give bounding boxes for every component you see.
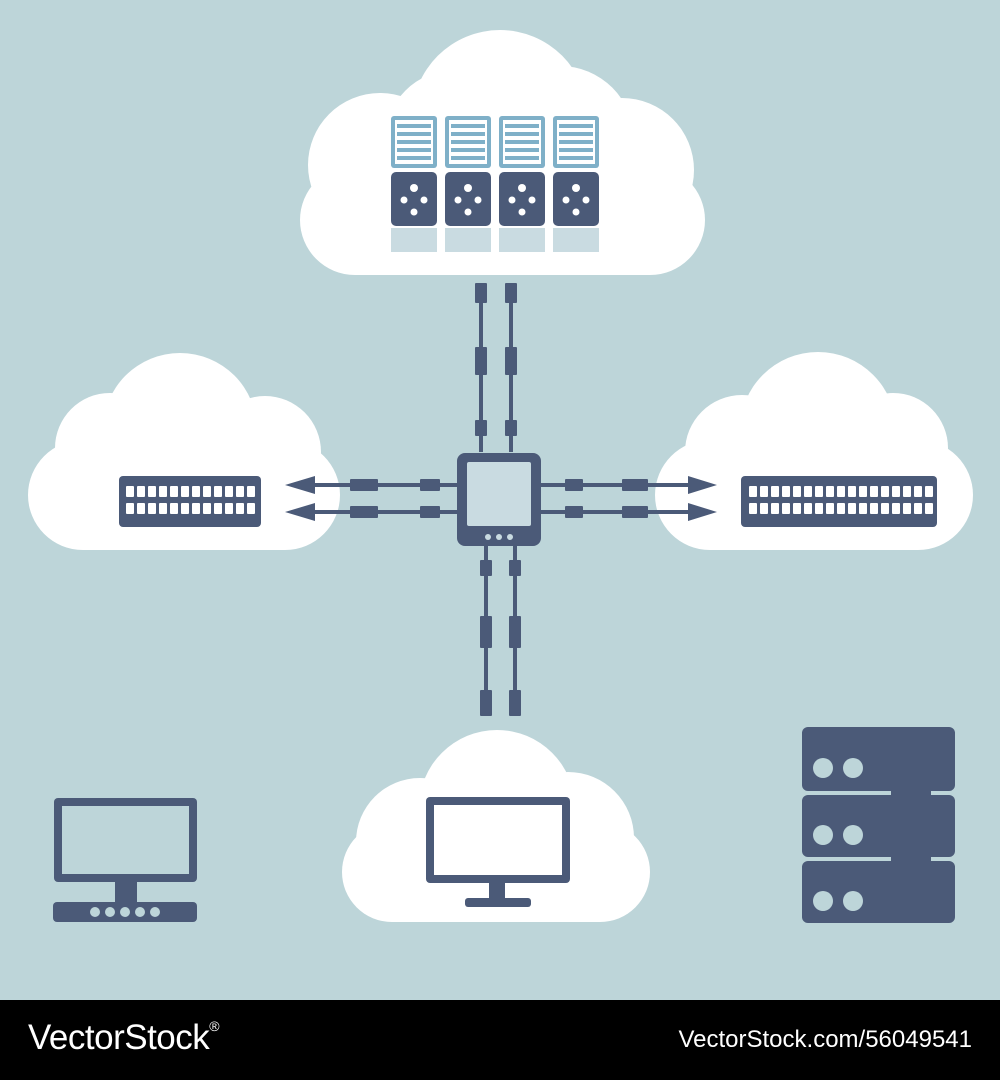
switch-port: [804, 503, 812, 514]
cable-icon: [285, 476, 458, 494]
switch-port: [826, 503, 834, 514]
switch-port: [760, 486, 768, 497]
switch-port: [170, 503, 178, 514]
switch-port: [914, 503, 922, 514]
switch-port: [126, 486, 134, 497]
network-switch-icon-right: [741, 476, 937, 527]
switch-port: [203, 486, 211, 497]
switch-port: [214, 503, 222, 514]
rack-server-group: [391, 116, 599, 252]
network-cloud-diagram: [0, 0, 1000, 1000]
switch-port: [815, 503, 823, 514]
switch-port: [903, 486, 911, 497]
switch-port: [870, 486, 878, 497]
switch-port: [793, 486, 801, 497]
switch-port: [225, 503, 233, 514]
switch-port: [771, 486, 779, 497]
switch-port: [236, 503, 244, 514]
network-switch-icon-left: [119, 476, 261, 527]
switch-port: [749, 503, 757, 514]
switch-port: [782, 503, 790, 514]
switch-port: [192, 503, 200, 514]
switch-port: [848, 503, 856, 514]
cable-icon: [475, 283, 487, 452]
switch-port: [925, 503, 933, 514]
switch-port: [771, 503, 779, 514]
switch-port: [859, 486, 867, 497]
cables: [285, 283, 717, 716]
central-hub-icon: [457, 453, 541, 546]
cable-icon: [480, 546, 492, 716]
registered-mark: ®: [209, 1018, 220, 1034]
switch-port: [793, 503, 801, 514]
server-stack-icon: [802, 727, 955, 923]
watermark-footer: VectorStock® VectorStock.com/56049541: [0, 1000, 1000, 1080]
switch-port: [892, 486, 900, 497]
vectorstock-logo: VectorStock®: [28, 1018, 220, 1058]
switch-port: [137, 486, 145, 497]
switch-port: [804, 486, 812, 497]
rack-server-icon: [391, 116, 437, 252]
switch-port: [892, 503, 900, 514]
cable-icon: [541, 476, 717, 494]
switch-port: [881, 503, 889, 514]
rack-server-icon: [499, 116, 545, 252]
cable-icon: [509, 546, 521, 716]
switch-port: [815, 486, 823, 497]
switch-port: [247, 486, 255, 497]
switch-port: [225, 486, 233, 497]
switch-port: [159, 486, 167, 497]
stock-url: VectorStock.com/56049541: [678, 1026, 972, 1053]
switch-port: [214, 486, 222, 497]
switch-port: [881, 486, 889, 497]
rack-server-icon: [553, 116, 599, 252]
switch-port: [903, 503, 911, 514]
switch-port: [914, 486, 922, 497]
cable-icon: [285, 503, 458, 521]
switch-port: [760, 503, 768, 514]
rack-server-icon: [445, 116, 491, 252]
switch-port: [170, 486, 178, 497]
switch-port: [159, 503, 167, 514]
switch-port: [192, 486, 200, 497]
switch-port: [203, 503, 211, 514]
switch-port: [848, 486, 856, 497]
cable-icon: [505, 283, 517, 452]
switch-port: [859, 503, 867, 514]
switch-port: [148, 503, 156, 514]
switch-port: [870, 503, 878, 514]
switch-port: [782, 486, 790, 497]
switch-port: [925, 486, 933, 497]
switch-port: [126, 503, 134, 514]
switch-port: [181, 486, 189, 497]
switch-port: [749, 486, 757, 497]
switch-port: [837, 486, 845, 497]
switch-port: [148, 486, 156, 497]
switch-port: [137, 503, 145, 514]
switch-port: [247, 503, 255, 514]
brand-name: VectorStock: [28, 1018, 210, 1057]
switch-port: [236, 486, 244, 497]
switch-port: [181, 503, 189, 514]
desktop-computer-icon: [53, 798, 197, 922]
cable-icon: [541, 503, 717, 521]
switch-port: [826, 486, 834, 497]
monitor-icon: [426, 797, 570, 907]
switch-port: [837, 503, 845, 514]
